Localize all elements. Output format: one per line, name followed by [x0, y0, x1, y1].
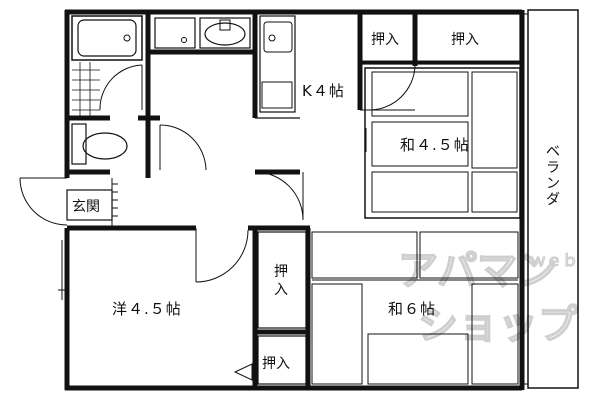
- veranda-char-1: ベ: [546, 144, 560, 160]
- oshiire-top: 押入 押入: [359, 13, 521, 65]
- washroom: [154, 17, 251, 49]
- oshiire-lower: 押 入 押入: [233, 231, 307, 385]
- oshiire-3-char-1: 押: [274, 264, 288, 280]
- veranda-char-3: ン: [546, 176, 560, 192]
- watermark-line1: アパマン: [398, 248, 557, 294]
- veranda-label: ベ ラ ン ダ: [546, 144, 564, 208]
- oshiire-3-char-2: 入: [274, 282, 288, 298]
- genkan-label: 玄関: [72, 198, 100, 215]
- washitsu-top: 和４.５帖: [364, 67, 521, 219]
- youshitsu-label: 洋４.５帖: [112, 300, 182, 318]
- youshitsu: 洋４.５帖: [58, 228, 249, 318]
- oshiire-4-label: 押入: [262, 356, 290, 372]
- veranda-char-2: ラ: [546, 160, 560, 176]
- watermark-line2: ショップ: [418, 302, 578, 348]
- kitchen-label: K４帖: [302, 82, 345, 100]
- washitsu-bottom: 和６帖: [311, 231, 519, 385]
- veranda-label-group: ベ ラ ン ダ: [546, 144, 564, 208]
- outer-walls: [64, 9, 525, 391]
- toilet: [71, 123, 207, 171]
- oshiire-1-label: 押入: [371, 32, 399, 48]
- watermark: アパマン ショップ ｗｅｂ: [397, 247, 579, 349]
- interior-walls: [67, 12, 418, 388]
- genkan: 玄関: [19, 177, 118, 226]
- washitsu-bottom-label: 和６帖: [388, 300, 436, 318]
- oshiire-3-label: 押 入: [274, 264, 292, 298]
- kitchen: K４帖: [254, 15, 416, 221]
- bathroom: [71, 15, 143, 116]
- watermark-web: ｗｅｂ: [530, 251, 578, 270]
- veranda-char-4: ダ: [546, 192, 560, 208]
- oshiire-2-label: 押入: [451, 32, 479, 48]
- washitsu-top-label: 和４.５帖: [400, 136, 470, 154]
